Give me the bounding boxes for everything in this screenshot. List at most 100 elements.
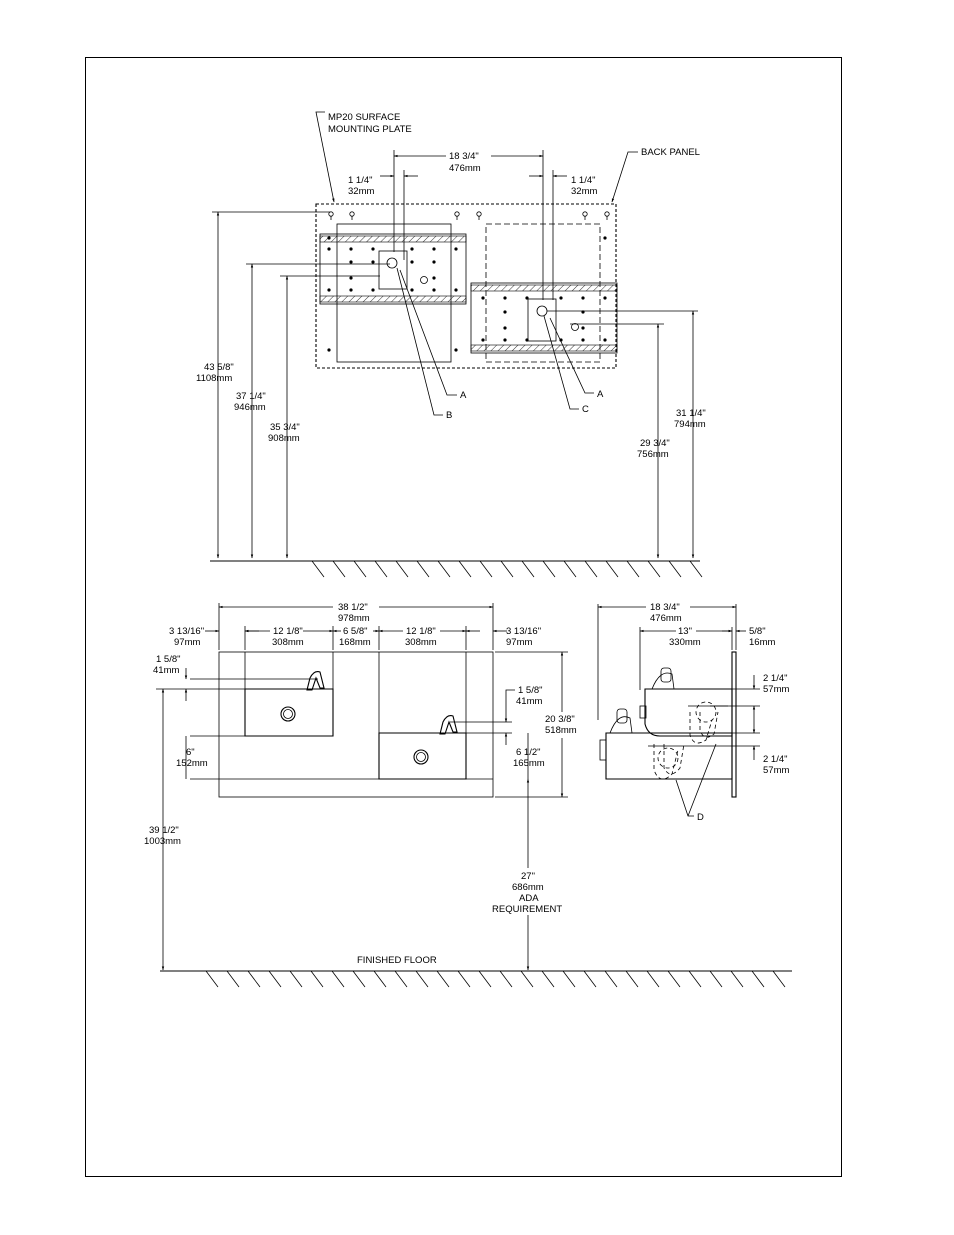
depth-mm: 476mm	[650, 613, 682, 624]
upper-bubbler-icon	[660, 667, 672, 683]
right-bubbler-icon	[439, 715, 458, 735]
drop-lower-mm: 57mm	[763, 765, 789, 776]
callout-a-left: A	[460, 390, 467, 401]
depth-in: 18 3/4"	[650, 602, 680, 613]
upper-unit	[644, 688, 733, 737]
ada-note: ADA	[519, 893, 539, 904]
floor-hatch-mark	[332, 560, 346, 578]
floor-high-mm: 1003mm	[144, 836, 181, 847]
keyhole-icons	[328, 211, 610, 220]
callout-a-right: A	[597, 389, 604, 400]
floor-hatch-mark	[353, 560, 367, 578]
floor-hatch-mark	[289, 970, 303, 988]
floor-hatch-mark	[458, 560, 472, 578]
bubbler-high-in: 1 5/8"	[156, 654, 181, 665]
right-inlet-height-mm: 794mm	[674, 419, 706, 430]
floor-hatch-mark	[331, 970, 345, 988]
lower-unit	[605, 732, 733, 780]
floor-hatch-mark	[395, 560, 409, 578]
floor-hatch-mark	[667, 970, 681, 988]
wall-plate	[731, 651, 737, 798]
right-basin	[378, 732, 467, 780]
spacing-in: 18 3/4"	[449, 151, 479, 162]
floor-hatch-mark	[374, 560, 388, 578]
drop-upper-in: 2 1/4"	[763, 673, 788, 684]
callout-c: C	[582, 404, 589, 415]
right-waste-height-in: 29 3/4"	[640, 438, 670, 449]
panel-height-in: 43 5/8"	[204, 362, 234, 373]
floor-hatch-mark	[268, 970, 282, 988]
floor-hatch-mark	[478, 970, 492, 988]
callout-d: D	[697, 812, 704, 823]
floor-hatch-mark	[205, 970, 219, 988]
plate-mm: 16mm	[749, 637, 775, 648]
right-margin-mm: 97mm	[506, 637, 532, 648]
left-basin	[244, 688, 334, 737]
floor-hatch-mark	[499, 970, 513, 988]
front-view: 38 1/2" 978mm 3 13/16" 97mm 12 1/8" 308m…	[144, 602, 792, 988]
overall-height-in: 20 3/8"	[545, 714, 575, 725]
floor-hatch-mark	[416, 560, 430, 578]
projection-in: 13"	[678, 626, 692, 637]
floor-hatch-mark	[562, 970, 576, 988]
left-inlet-icon	[386, 257, 398, 269]
floor-hatch-mark	[605, 560, 619, 578]
floor-hatch-mark	[730, 970, 744, 988]
right-waste-height-mm: 756mm	[637, 449, 669, 460]
basin1-width-in: 12 1/8"	[273, 626, 303, 637]
floor-hatch-mark	[352, 970, 366, 988]
floor-hatch-mark	[583, 970, 597, 988]
floor-hatch-mark	[457, 970, 471, 988]
floor-hatch-top	[311, 560, 703, 578]
floor-hatch-bottom	[205, 970, 786, 988]
lower-bubbler-icon	[616, 708, 628, 724]
floor-hatch-mark	[500, 560, 514, 578]
floor-hatch-mark	[415, 970, 429, 988]
finished-floor-label: FINISHED FLOOR	[357, 955, 437, 966]
basin1-width-mm: 308mm	[272, 637, 304, 648]
bolt-holes	[327, 236, 607, 352]
floor-hatch-mark	[689, 560, 703, 578]
floor-hatch-mark	[310, 970, 324, 988]
floor-hatch-mark	[520, 970, 534, 988]
overall-height-mm: 518mm	[545, 725, 577, 736]
floor-hatch-mark	[688, 970, 702, 988]
floor-hatch-mark	[247, 970, 261, 988]
floor-hatch-mark	[709, 970, 723, 988]
bubbler-high-mm: 41mm	[153, 665, 179, 676]
floor-hatch-mark	[563, 560, 577, 578]
gap-mm: 168mm	[339, 637, 371, 648]
left-inlet-height-in: 37 1/4"	[236, 391, 266, 402]
upper-trap	[695, 701, 717, 723]
floor-hatch-mark	[668, 560, 682, 578]
callout-b: B	[446, 410, 452, 421]
floor-hatch-mark	[373, 970, 387, 988]
floor-low-in: 27"	[521, 871, 535, 882]
floor-hatch-mark	[646, 970, 660, 988]
left-waste-height-mm: 908mm	[268, 433, 300, 444]
plate-in: 5/8"	[749, 626, 766, 637]
left-offset-in: 1 1/4"	[348, 175, 373, 186]
overall-width-in: 38 1/2"	[338, 602, 368, 613]
floor-hatch-mark	[772, 970, 786, 988]
left-offset-mm: 32mm	[348, 186, 374, 197]
left-margin-mm: 97mm	[174, 637, 200, 648]
left-bubbler-icon	[306, 671, 325, 691]
side-view: 18 3/4" 476mm 13" 330mm 5/8" 16mm 2 1/4"…	[597, 602, 789, 823]
floor-hatch-mark	[647, 560, 661, 578]
spacing-mm: 476mm	[449, 163, 481, 174]
step-left-in: 6"	[186, 747, 195, 758]
floor-hatch-mark	[604, 970, 618, 988]
step-right-in: 6 1/2"	[516, 747, 541, 758]
step-right-mm: 165mm	[513, 758, 545, 769]
drop-upper-mm: 57mm	[763, 684, 789, 695]
left-mounting-plate	[319, 233, 467, 305]
floor-high-in: 39 1/2"	[149, 825, 179, 836]
right-margin-in: 3 13/16"	[506, 626, 541, 637]
basin2-width-mm: 308mm	[405, 637, 437, 648]
gap-in: 6 5/8"	[343, 626, 368, 637]
back-panel-label: BACK PANEL	[641, 147, 700, 158]
